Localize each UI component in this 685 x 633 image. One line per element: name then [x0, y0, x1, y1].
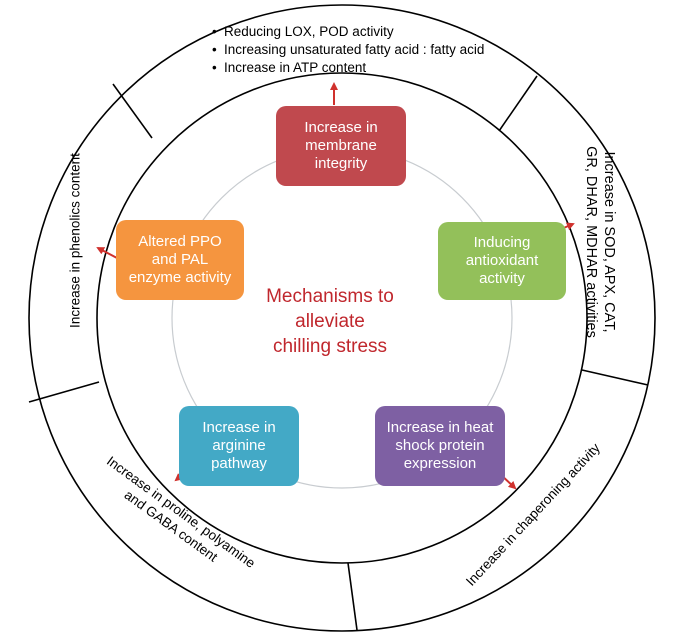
box-line: arginine [212, 437, 266, 454]
bullet-item: Reducing LOX, POD activity [212, 23, 484, 41]
center-line: chilling stress [272, 336, 388, 357]
box-line: integrity [314, 155, 368, 172]
ring-divider [581, 369, 649, 386]
box-antioxidant-activity: Inducing antioxidant activity [438, 222, 566, 300]
segment-line: Increase in SOD, APX, CAT, [601, 151, 617, 333]
segment-line: GR, DHAR, MDHAR activities [583, 146, 599, 338]
outer-ring-edge [28, 4, 656, 632]
center-line: alleviate [295, 311, 365, 332]
box-ppo-pal-activity: Altered PPO and PAL enzyme activity [116, 220, 244, 300]
ring-divider [347, 562, 358, 631]
bullet-item: Increasing unsaturated fatty acid : fatt… [212, 41, 484, 59]
box-line: Inducing [473, 234, 531, 251]
box-line: antioxidant [465, 252, 539, 269]
center-title: Mechanisms to alleviate chilling stress [230, 284, 430, 359]
ring-divider [28, 381, 100, 403]
box-line: activity [479, 270, 525, 287]
box-heat-shock-protein: Increase in heat shock protein expressio… [375, 406, 505, 486]
box-line: Increase in [304, 119, 378, 136]
right-segment-text: Increase in SOD, APX, CAT, GR, DHAR, MDH… [582, 127, 618, 357]
segment-line: Increase in phenolics content [67, 153, 83, 328]
box-line: expression [403, 455, 477, 472]
box-line: pathway [211, 455, 267, 472]
box-line: and PAL [151, 251, 209, 268]
box-membrane-integrity: Increase in membrane integrity [276, 106, 406, 186]
bullet-item: Increase in ATP content [212, 59, 484, 77]
box-line: Increase in heat [386, 419, 494, 436]
box-line: enzyme activity [128, 269, 232, 286]
top-segment-bullets: Reducing LOX, POD activity Increasing un… [212, 23, 484, 77]
box-line: Altered PPO [138, 233, 222, 250]
box-arginine-pathway: Increase in arginine pathway [179, 406, 299, 486]
left-segment-text: Increase in phenolics content [67, 141, 84, 341]
ring-divider [498, 75, 538, 132]
arrow-ppo [96, 247, 118, 259]
box-line: Increase in [202, 419, 276, 436]
box-line: shock protein [395, 437, 485, 454]
center-line: Mechanisms to [266, 286, 394, 307]
box-line: membrane [305, 137, 377, 154]
ring-divider [112, 83, 153, 139]
